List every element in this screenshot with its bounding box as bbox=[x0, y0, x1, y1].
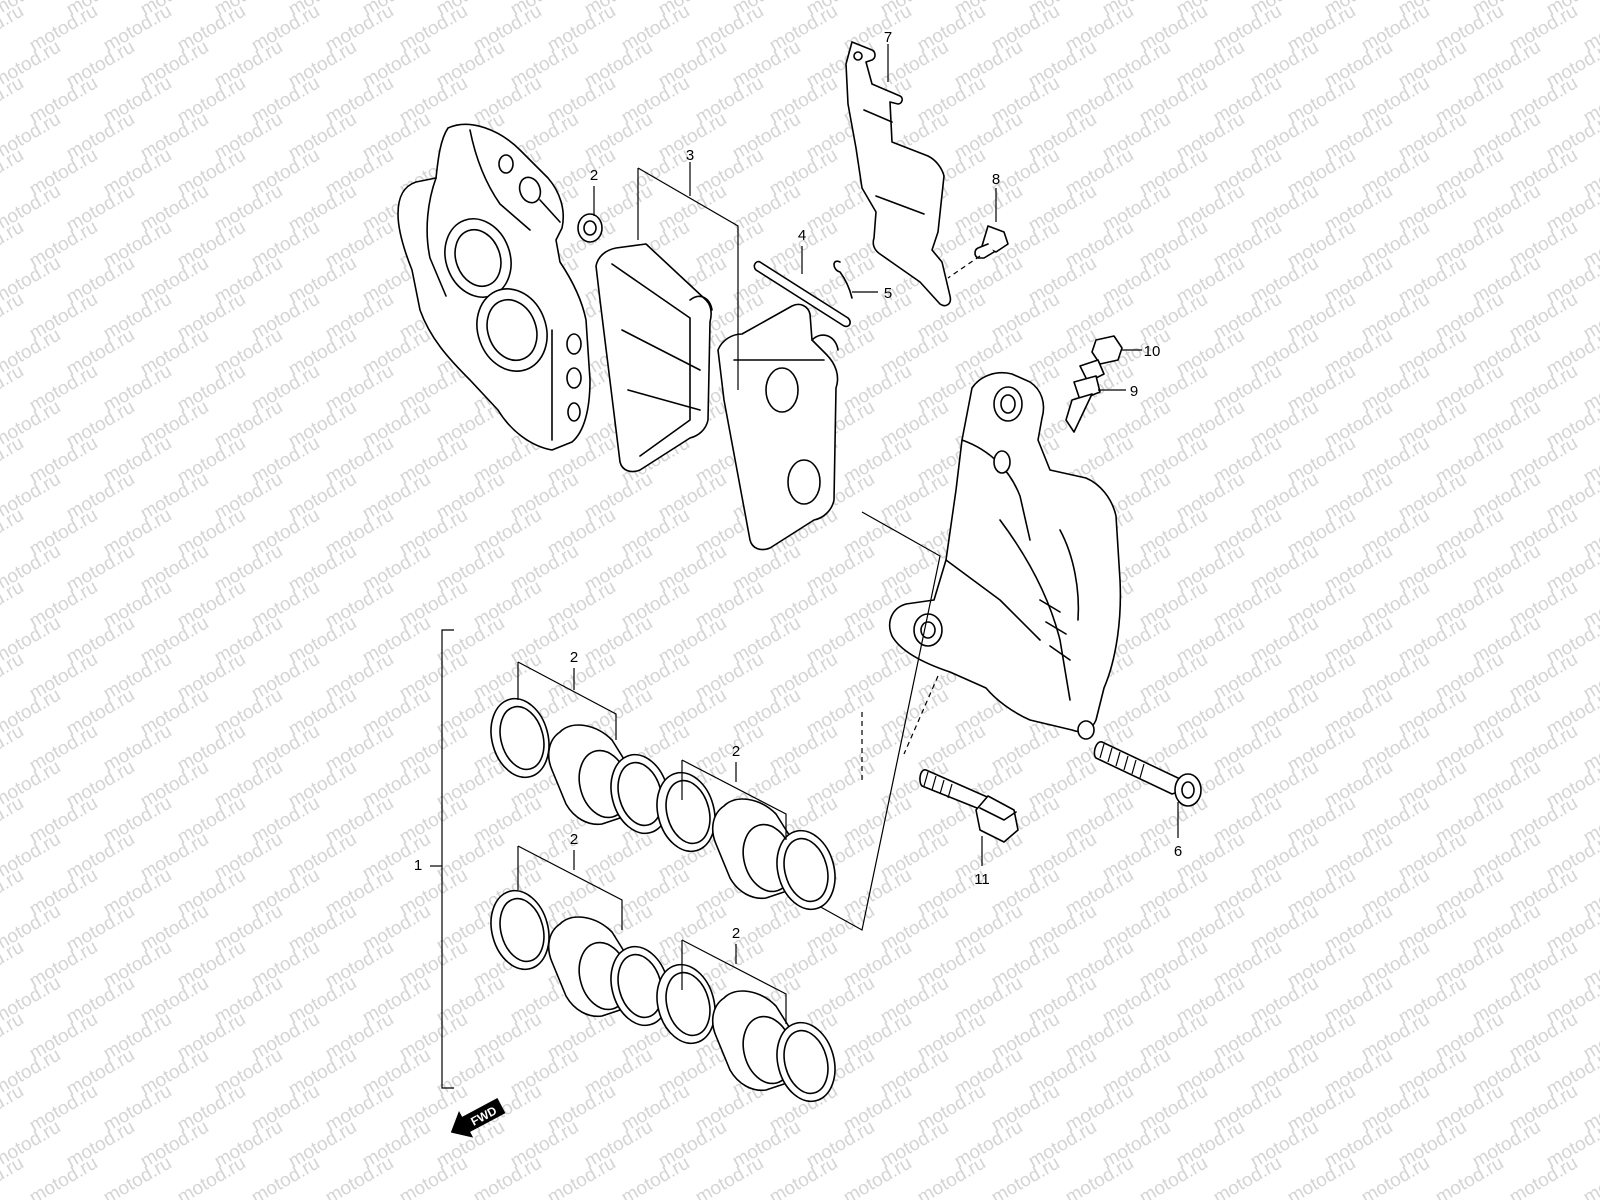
watermark-text: motod.ru bbox=[1506, 1153, 1581, 1200]
leader-lines bbox=[573, 44, 1179, 964]
callout-1: 1 bbox=[414, 857, 422, 874]
watermark-text: motod.ru bbox=[0, 1153, 27, 1200]
watermark-text: motod.ru bbox=[914, 1153, 989, 1200]
watermark-text: motod.ru bbox=[0, 73, 27, 129]
callout-4: 4 bbox=[798, 227, 806, 244]
callout-3: 3 bbox=[686, 147, 694, 164]
callout-10: 10 bbox=[1144, 343, 1161, 360]
watermark-text: motod.ru bbox=[988, 1153, 1063, 1200]
callout-6: 6 bbox=[1174, 843, 1182, 860]
watermark-text: motod.ru bbox=[766, 1153, 841, 1200]
callout-11: 11 bbox=[974, 871, 990, 888]
watermark-text: motod.ru bbox=[1432, 1153, 1507, 1200]
callout-8: 8 bbox=[992, 171, 1000, 188]
callout-2-kit-4: 2 bbox=[732, 925, 740, 942]
watermark-text: motod.ru bbox=[0, 793, 27, 849]
brake-pad-rear bbox=[717, 303, 839, 551]
watermark-text: motod.ru bbox=[0, 1, 27, 57]
part-9-bleeder-valve bbox=[1065, 359, 1105, 433]
part-2-nut bbox=[577, 213, 603, 243]
callout-9: 9 bbox=[1130, 383, 1138, 400]
caliper-outer-half bbox=[397, 123, 591, 451]
watermark-text: motod.ru bbox=[248, 1153, 323, 1200]
watermark-text: motod.ru bbox=[1062, 1153, 1137, 1200]
piston-kit-2 bbox=[656, 759, 836, 911]
watermark-text: motod.ru bbox=[618, 1153, 693, 1200]
watermark-text: motod.ru bbox=[1136, 1153, 1211, 1200]
watermark-text: motod.ru bbox=[544, 1153, 619, 1200]
watermark-text: motod.ru bbox=[1358, 1153, 1433, 1200]
watermark-text: motod.ru bbox=[0, 505, 27, 561]
watermark-text: motod.ru bbox=[0, 937, 27, 993]
watermark-text: motod.ru bbox=[0, 649, 27, 705]
piston-kit-4 bbox=[656, 939, 836, 1103]
watermark-text: motod.ru bbox=[100, 1153, 175, 1200]
brake-pad-front bbox=[595, 243, 713, 473]
callout-5: 5 bbox=[884, 285, 892, 302]
watermark-text: motod.ru bbox=[1210, 1153, 1285, 1200]
pin-clip bbox=[833, 260, 853, 299]
watermark-text: motod.ru bbox=[1284, 1153, 1359, 1200]
watermark-text: motod.ru bbox=[0, 145, 27, 201]
callout-2-kit-1: 2 bbox=[570, 649, 578, 666]
piston-kit-3 bbox=[490, 845, 670, 1027]
part-8-screw bbox=[974, 225, 1009, 259]
callout-2-kit-3: 2 bbox=[570, 831, 578, 848]
watermark-text: motod.ru bbox=[322, 1153, 397, 1200]
watermark-text: motod.ru bbox=[0, 865, 27, 921]
part-6-mounting-bolt bbox=[1093, 741, 1202, 807]
watermark-text: motod.ru bbox=[0, 1009, 27, 1065]
watermark-text: motod.ru bbox=[0, 1081, 27, 1137]
watermark-text: motod.ru bbox=[26, 1153, 101, 1200]
watermark-text: motod.ru bbox=[396, 1153, 471, 1200]
part-1-bracket bbox=[441, 629, 454, 1089]
callout-7: 7 bbox=[884, 29, 892, 46]
watermark-text: motod.ru bbox=[0, 217, 27, 273]
part-3-bracket bbox=[637, 167, 739, 390]
part-11-mounting-bolt bbox=[919, 769, 1019, 843]
watermark-text: motod.ru bbox=[840, 1153, 915, 1200]
watermark-text: motod.ru bbox=[0, 361, 27, 417]
watermark-text: motod.ru bbox=[0, 433, 27, 489]
callout-2-kit-2: 2 bbox=[732, 743, 740, 760]
part-10-bleeder-cap bbox=[1091, 335, 1123, 365]
watermark-text: motod.ru bbox=[692, 1153, 767, 1200]
callout-2-nut: 2 bbox=[590, 167, 598, 184]
pad-spring-plate bbox=[845, 41, 952, 307]
part-1-group-bracket bbox=[807, 511, 941, 931]
watermark-text: motod.ru bbox=[0, 721, 27, 777]
piston-kit-1 bbox=[490, 661, 670, 835]
watermark-text: motod.ru bbox=[174, 1153, 249, 1200]
watermark-text: motod.ru bbox=[470, 1153, 545, 1200]
watermark-text: motod.ru bbox=[0, 577, 27, 633]
pad-pin bbox=[753, 260, 851, 328]
watermark-text: motod.ru bbox=[1580, 1153, 1600, 1200]
watermark-text: motod.ru bbox=[0, 289, 27, 345]
part-8-leader-dash bbox=[947, 255, 981, 279]
